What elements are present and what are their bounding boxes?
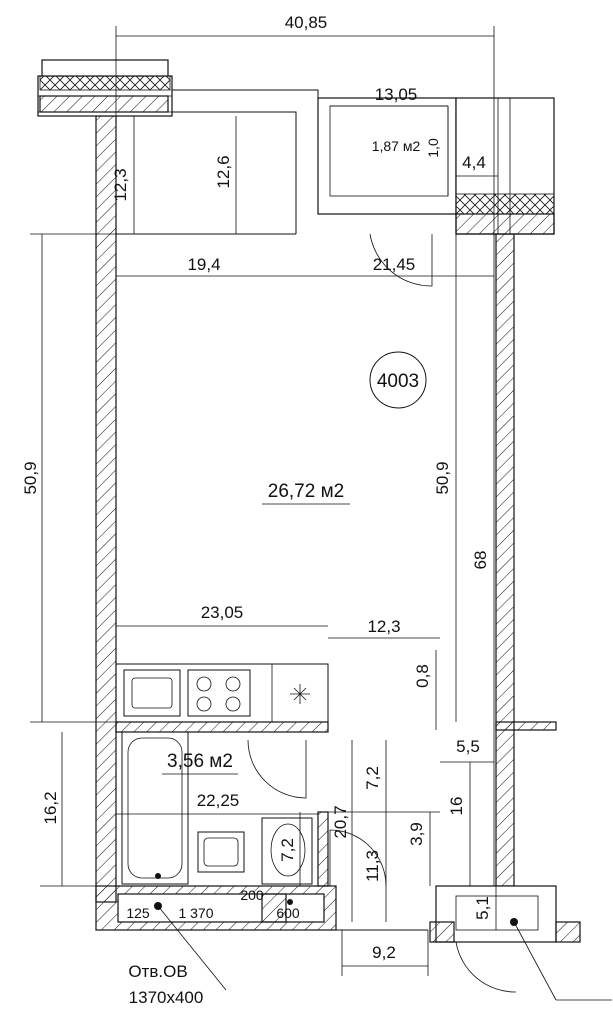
bathtub (121, 731, 189, 885)
toilet (270, 823, 306, 877)
ventilation-size: 1370х400 (129, 988, 204, 1007)
bath-partition (115, 721, 329, 733)
dim-wc-a: 7,2 (278, 838, 297, 862)
dim-bottom-b: 1 370 (178, 905, 213, 921)
dim-kitchen-gap: 12,3 (367, 617, 400, 636)
ventilation-label: Отв.ОВ (128, 962, 187, 981)
dim-bottom-a: 125 (126, 905, 150, 921)
dim-right-a: 5,5 (456, 737, 480, 756)
toilet-area (261, 817, 313, 885)
dim-mid-right: 21,45 (373, 255, 416, 274)
dim-bottom-d: 600 (276, 905, 300, 921)
bath-area: 3,56 м2 (167, 751, 233, 772)
dim-balcony-depth: 1,0 (425, 138, 441, 158)
dim-bottom-right: 9,2 (372, 943, 396, 962)
dim-wall-a: 20,7 (331, 805, 350, 838)
dim-total-width: 40,85 (285, 13, 328, 32)
dim-height-left: 50,9 (21, 461, 40, 494)
dim-left-upper-a: 12,3 (111, 168, 130, 201)
balcony-area: 1,87 м2 (372, 138, 421, 154)
dim-small-gap: 0,8 (413, 664, 432, 688)
unit-number: 4003 (377, 371, 419, 392)
dim-height-total: 68 (471, 551, 490, 570)
dim-door-a: 7,2 (363, 766, 382, 790)
top-left-frame (41, 59, 169, 77)
dim-right-b: 16 (447, 797, 466, 816)
dim-kitchen-width: 23,05 (201, 603, 244, 622)
dim-bottom-c: 200 (240, 887, 264, 903)
balcony-sill (455, 213, 555, 235)
balcony-outline (317, 97, 457, 215)
dimension-lines (30, 26, 498, 976)
balcony-insulation (455, 193, 555, 215)
dim-balcony-side: 4,4 (462, 153, 486, 172)
top-left-sill (39, 95, 169, 113)
dim-left-upper-b: 12,6 (214, 155, 233, 188)
main-room-area: 26,72 м2 (268, 481, 344, 502)
dim-right-c: 3,9 (407, 822, 426, 846)
stove (187, 669, 251, 717)
unit-number-circle (369, 351, 427, 409)
dim-wc-b: 11,3 (363, 850, 382, 882)
dim-bath-height: 16,2 (41, 791, 60, 824)
walls (37, 59, 612, 1001)
dim-bath-width: 22,25 (197, 791, 240, 810)
right-wall (495, 233, 515, 887)
kitchen-cabinets (115, 663, 329, 723)
wc-partition (317, 811, 329, 887)
dim-mid-left: 19,4 (187, 255, 220, 274)
washbasin (197, 831, 245, 873)
top-left-window-insulation (39, 75, 171, 91)
vent-opening (117, 893, 325, 923)
sink (123, 669, 181, 717)
dim-shaft: 5,1 (473, 896, 492, 920)
right-partition (495, 721, 557, 731)
dim-balcony-width: 13,05 (375, 85, 418, 104)
dim-height-right: 50,9 (433, 461, 452, 494)
